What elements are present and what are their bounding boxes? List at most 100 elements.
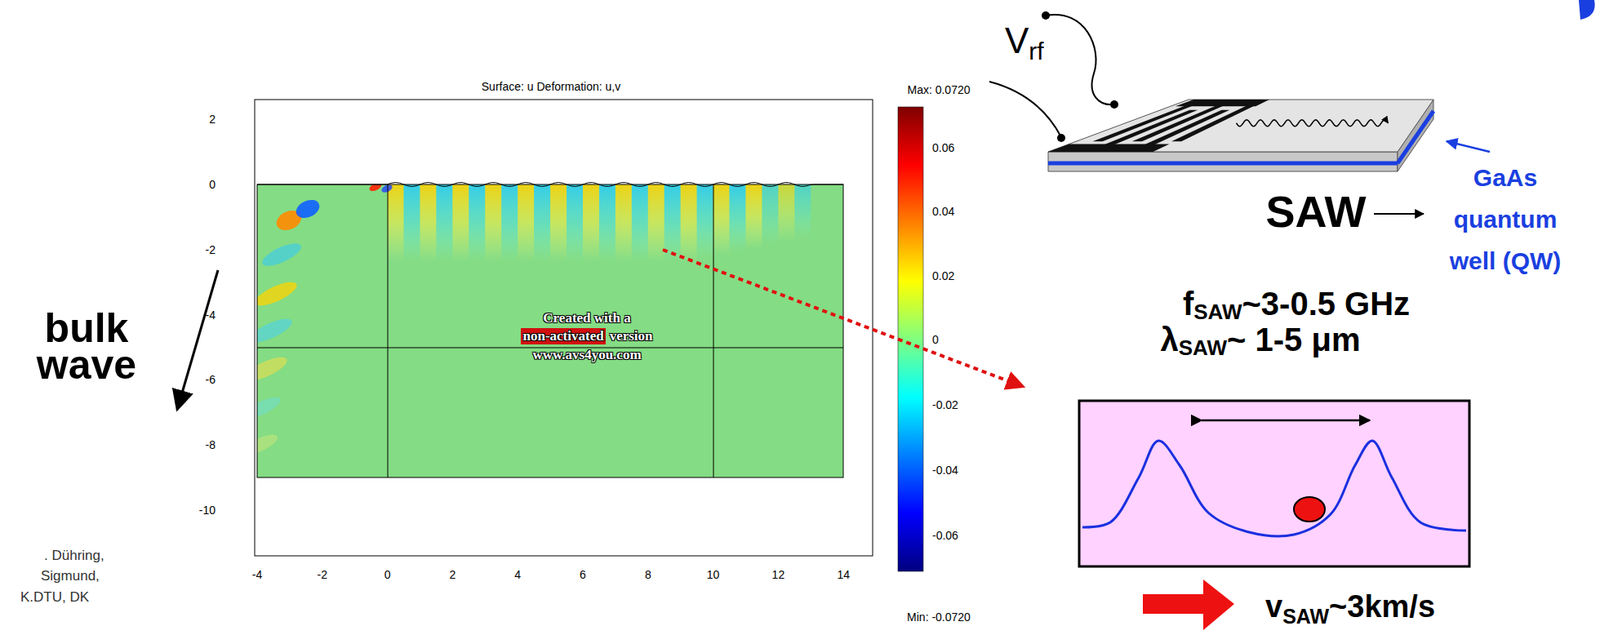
drawing-rect	[550, 184, 567, 263]
drawing-rect	[599, 184, 616, 263]
drawing-rect	[468, 184, 485, 263]
x-axis-tick: 8	[644, 568, 652, 582]
y-axis-tick: -10	[199, 503, 216, 517]
drawing-rect	[777, 184, 795, 243]
potential-curve	[1082, 440, 1467, 537]
drawing-rect	[452, 184, 469, 263]
y-axis-tick: 0	[208, 177, 216, 192]
citation: K.DTU, DK	[20, 589, 89, 606]
x-axis-tick: -4	[252, 568, 263, 582]
watermark-text: non-activated	[520, 328, 605, 345]
velocity-arrow	[1142, 579, 1235, 631]
drawing-rect	[697, 184, 714, 259]
quantum-well-layer	[1048, 161, 1398, 166]
drawing-ellipse	[257, 314, 295, 347]
drawing-ellipse	[257, 393, 284, 423]
x-axis-tick: 0	[384, 568, 392, 582]
frequency-value: ~3-0.5 GHz	[1241, 284, 1410, 323]
wire-contact	[1057, 133, 1066, 143]
domain-border	[257, 184, 844, 478]
wire-contact	[1041, 11, 1050, 20]
colorbar-tick: -0.02	[932, 398, 959, 412]
logo-fragment	[1578, 0, 1596, 20]
drawing-polygon	[1144, 110, 1230, 145]
voltage-symbol: V	[1004, 20, 1029, 63]
y-axis-tick: -4	[205, 308, 216, 322]
quantum-well-layer	[1397, 111, 1434, 164]
interdigital-transducer	[1048, 99, 1270, 152]
colorbar-tick: -0.06	[932, 528, 959, 543]
substrate-top	[1048, 99, 1434, 152]
drawing-rect	[533, 184, 551, 263]
symbol-subscript: SAW	[1178, 336, 1227, 361]
wavelength-arrow	[1201, 419, 1370, 423]
drawing-polygon	[1048, 143, 1169, 152]
drawing-rect	[501, 184, 518, 263]
simulation-domain	[257, 184, 844, 478]
bulk-wave-arrow	[177, 270, 218, 410]
carrier-dot	[1293, 497, 1325, 522]
x-axis-tick: 12	[772, 568, 786, 582]
drawing-polygon	[1175, 99, 1270, 107]
symbol-subscript: SAW	[1193, 300, 1242, 325]
potential-inset	[1079, 400, 1470, 567]
domain-divider	[387, 184, 389, 478]
colorbar-tick: -0.04	[932, 463, 959, 477]
plot-frame	[254, 99, 873, 556]
colorbar-tick: 0.04	[932, 204, 955, 218]
y-axis-tick: -6	[205, 373, 216, 387]
domain-divider	[713, 184, 715, 478]
y-axis-tick: 2	[208, 112, 216, 126]
wire-contact	[1110, 100, 1119, 109]
colorbar-tick: 0.06	[932, 141, 955, 155]
drawing-rect	[794, 184, 811, 240]
watermark-text: www.avs4you.com	[532, 346, 641, 364]
domain-lines	[257, 184, 844, 478]
drawing-ellipse	[293, 196, 323, 223]
zoom-leader	[662, 249, 1024, 387]
drawing-rect	[484, 184, 502, 263]
x-axis-tick: 6	[579, 568, 587, 582]
rf-wire	[989, 81, 1062, 138]
rf-wire	[1045, 14, 1115, 105]
drawing-ellipse	[257, 431, 280, 460]
saw-wave-arrow	[1235, 120, 1388, 127]
frequency-symbol: f	[1182, 284, 1194, 323]
colorbar-min: Min: -0.0720	[906, 610, 971, 624]
colorbar-tick: 0	[932, 333, 939, 347]
colorbar-tick: 0.02	[932, 269, 955, 283]
drawing-ellipse	[380, 184, 394, 195]
x-axis-tick: 14	[836, 568, 850, 582]
drawing-rect	[387, 184, 405, 263]
x-axis-tick: -2	[317, 568, 328, 582]
drawing-rect	[761, 184, 778, 246]
velocity-symbol: v	[1265, 589, 1283, 626]
x-axis-tick: 2	[449, 568, 457, 582]
drawing-rect	[420, 184, 437, 263]
wave-field	[257, 184, 811, 459]
x-axis-tick: 4	[514, 568, 521, 582]
colorbar-max: Max: 0.0720	[906, 83, 970, 97]
drawing-rect	[566, 184, 583, 263]
drawing-rect	[582, 184, 600, 263]
drawing-ellipse	[259, 239, 305, 271]
citation: Sigmund,	[40, 568, 100, 585]
drawing-rect	[680, 184, 698, 263]
drawing-rect	[404, 184, 421, 263]
drawing-ellipse	[257, 277, 300, 311]
drawing-rect	[631, 184, 649, 263]
wavelength-value: ~ 1-5 μm	[1226, 320, 1360, 359]
saw-device	[989, 11, 1434, 172]
drawing-rect	[648, 184, 665, 263]
watermark-text: Created with a	[542, 310, 631, 327]
y-axis-tick: -2	[205, 243, 216, 257]
citation: . Dühring,	[44, 547, 105, 565]
quantum-well-label: GaAs quantum well (QW)	[1435, 156, 1575, 282]
substrate-front	[1048, 151, 1398, 172]
bulk-wave-label: bulk wave	[25, 310, 148, 384]
drawing-rect	[517, 184, 534, 263]
qw-pointer	[1446, 141, 1490, 152]
drawing-rect	[615, 184, 632, 263]
voltage-subscript: rf	[1028, 37, 1044, 67]
